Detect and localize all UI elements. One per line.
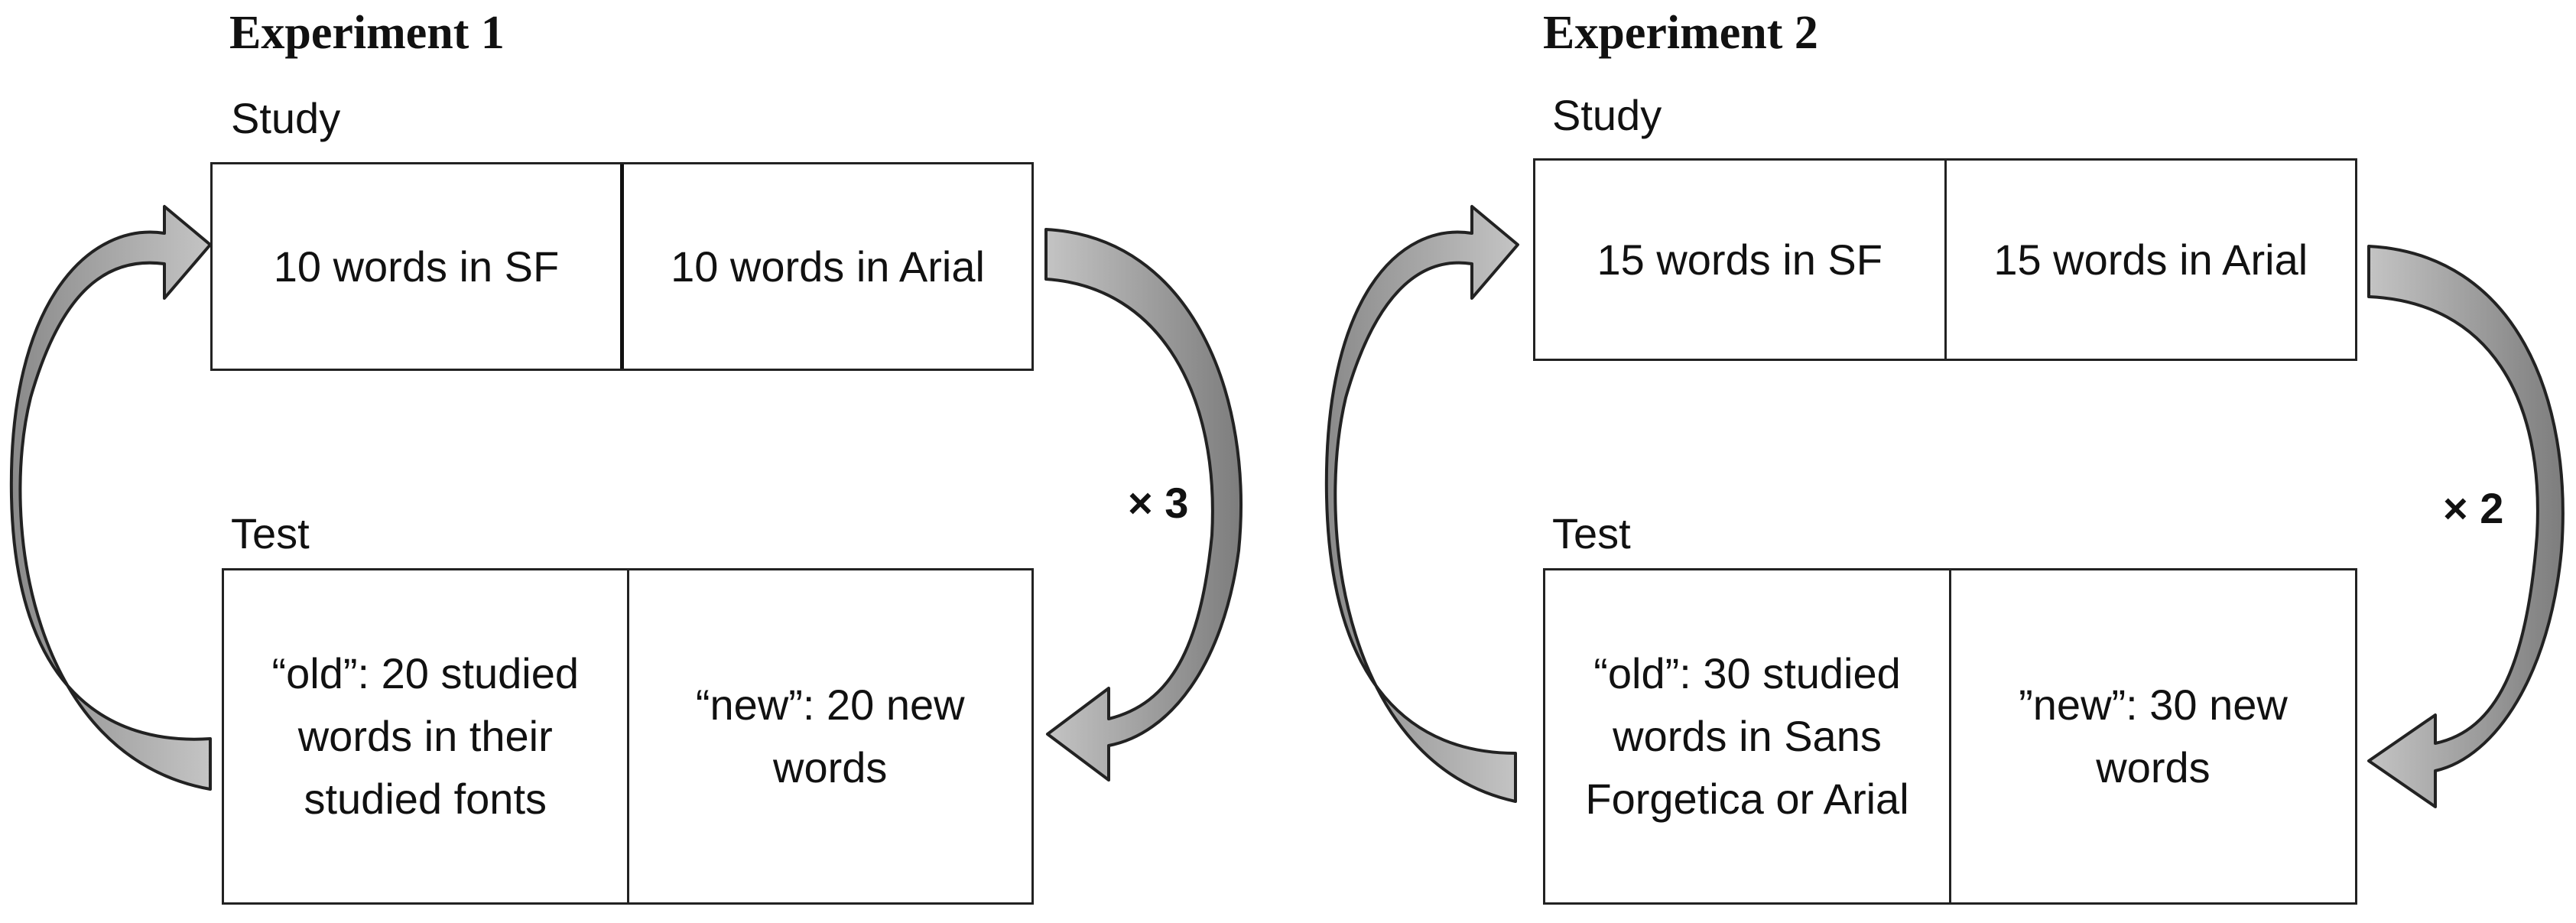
experiment-1-repeat-label: × 3 [1128, 479, 1189, 527]
experiment-2-test-label: Test [1552, 509, 1631, 557]
test-cell-new: ”new”: 30 new words [2019, 681, 2288, 791]
study-cell-sf: 15 words in SF [1535, 161, 1947, 359]
experiment-2-study-label: Study [1552, 91, 1662, 139]
experiment-1-study-label: Study [231, 94, 341, 142]
test-cell-old: “old”: 30 studied words in Sans Forgetic… [1545, 570, 1951, 902]
study-cell-sf: 10 words in SF [213, 164, 624, 369]
experiment-1-test-box: “old”: 20 studied words in their studied… [222, 568, 1034, 905]
loop-arrow-down-icon [2367, 245, 2565, 808]
test-cell-new: “new”: 20 new words [695, 681, 965, 791]
loop-arrow-down-icon [1044, 228, 1243, 782]
test-cell-old: “old”: 20 studied words in their studied… [224, 570, 629, 902]
experiment-1-study-box: 10 words in SF 10 words in Arial [210, 162, 1034, 371]
study-cell-arial: 10 words in Arial [671, 242, 985, 291]
experiment-2-repeat-label: × 2 [2443, 484, 2504, 532]
experiment-1-title: Experiment 1 [229, 7, 505, 59]
study-cell-arial: 15 words in Arial [1993, 235, 2308, 284]
experiment-2-title: Experiment 2 [1543, 7, 1818, 59]
experiment-2-test-box: “old”: 30 studied words in Sans Forgetic… [1543, 568, 2357, 905]
experiment-2-study-box: 15 words in SF 15 words in Arial [1533, 158, 2357, 361]
loop-arrow-up-icon [9, 205, 212, 791]
loop-arrow-up-icon [1324, 205, 1519, 803]
experiment-1-test-label: Test [231, 509, 310, 557]
